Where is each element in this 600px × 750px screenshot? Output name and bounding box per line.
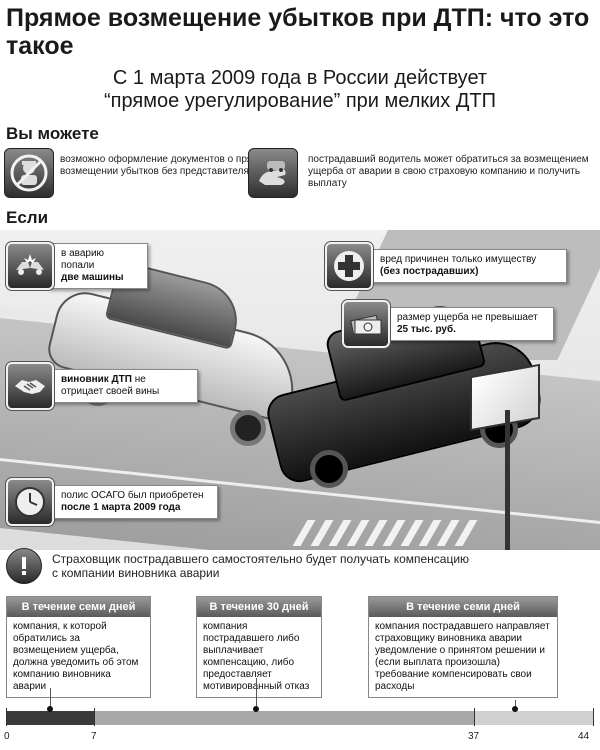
condition-bold: две машины [61, 272, 124, 283]
note-line-1: Страховщик пострадавшего самостоятельно … [52, 552, 470, 566]
page-title: Прямое возмещение убытков при ДТП: что э… [6, 4, 590, 60]
can-item-text: пострадавший водитель может обратиться з… [308, 154, 589, 189]
condition-plain: вред причинен только имуществу [380, 254, 537, 265]
section-label-if: Если [6, 208, 49, 227]
condition-text: вред причинен только имуществу (без пост… [367, 249, 567, 283]
timeline-label: 0 [4, 731, 10, 742]
condition-plain: полис ОСАГО был приобретен [61, 490, 204, 501]
period-box: В течение 30 дней компания пострадавшего… [196, 596, 322, 698]
car-wheel [230, 410, 266, 446]
condition-policy-date: полис ОСАГО был приобретен после 1 марта… [5, 477, 218, 527]
period-box: В течение семи дней компания пострадавше… [368, 596, 558, 698]
timeline-dot [512, 706, 518, 712]
page-subtitle: С 1 марта 2009 года в России действует “… [0, 67, 600, 113]
period-body: компания пострадавшего либо выплачивает … [203, 621, 310, 692]
can-item-hand-car: пострадавший водитель может обратиться з… [248, 148, 593, 200]
note-text: Страховщик пострадавшего самостоятельно … [52, 552, 469, 580]
timeline-segment [474, 711, 594, 725]
subtitle-line-2: “прямое урегулирование” при мелких ДТП [104, 90, 496, 112]
timeline-label: 44 [578, 731, 590, 742]
condition-bold: 25 тыс. руб. [397, 324, 456, 335]
condition-two-cars: в аварию попали две машины [5, 241, 148, 291]
timeline-tick [94, 708, 95, 726]
period-head: В течение семи дней [369, 597, 557, 617]
condition-text: полис ОСАГО был приобретен после 1 марта… [48, 485, 218, 519]
road-sign-pole [505, 410, 510, 550]
condition-bold: (без пострадавших) [380, 266, 479, 277]
period-connector [256, 678, 257, 708]
condition-plain: размер ущерба не превышает [397, 312, 538, 323]
condition-text: размер ущерба не превышает 25 тыс. руб. [384, 307, 554, 341]
no-police-icon [4, 148, 54, 198]
condition-damage-limit: размер ущерба не превышает 25 тыс. руб. [341, 299, 554, 349]
timeline-tick [6, 708, 7, 726]
hand-car-icon [248, 148, 298, 198]
period-connector [50, 688, 51, 708]
timeline-tick [474, 708, 475, 726]
timeline-bar [6, 711, 594, 725]
timeline-label: 37 [468, 731, 480, 742]
condition-bold: после 1 марта 2009 года [61, 502, 181, 513]
condition-no-injured: вред причинен только имуществу (без пост… [324, 241, 567, 291]
condition-guilty-admits: виновник ДТП не отрицает своей вины [5, 361, 198, 411]
can-item-no-police: возможно оформление документов о прямом … [4, 148, 294, 200]
can-item-text: возможно оформление документов о прямом … [60, 154, 285, 177]
clock-icon [5, 477, 55, 527]
medical-cross-icon [324, 241, 374, 291]
condition-plain: не отрицает своей вины [61, 374, 160, 397]
period-head: В течение семи дней [7, 597, 150, 617]
condition-text: в аварию попали две машины [48, 243, 148, 289]
timeline-segment [94, 711, 474, 725]
period-body: компания, к которой обратились за возмещ… [13, 621, 139, 692]
condition-bold: виновник ДТП [61, 374, 132, 385]
period-body: компания пострадавшего направляет страхо… [375, 621, 550, 692]
note-line-2: с компании виновника аварии [52, 566, 220, 580]
section-label-can: Вы можете [6, 124, 99, 143]
timeline-label: 7 [91, 731, 97, 742]
subtitle-line-1: С 1 марта 2009 года в России действует [112, 67, 488, 89]
period-connector [515, 700, 516, 708]
timeline-segment [6, 711, 94, 725]
period-box: В течение семи дней компания, к которой … [6, 596, 151, 698]
car-wheel [310, 450, 348, 488]
condition-text: виновник ДТП не отрицает своей вины [48, 369, 198, 403]
period-head: В течение 30 дней [197, 597, 321, 617]
exclamation-icon [6, 548, 42, 584]
money-icon [341, 299, 391, 349]
crash-icon [5, 241, 55, 291]
insurer-note: Страховщик пострадавшего самостоятельно … [4, 546, 596, 586]
timeline-tick [593, 708, 594, 726]
condition-plain: в аварию попали [61, 248, 105, 271]
handshake-icon [5, 361, 55, 411]
timeline-dot [253, 706, 259, 712]
timeline-dot [47, 706, 53, 712]
